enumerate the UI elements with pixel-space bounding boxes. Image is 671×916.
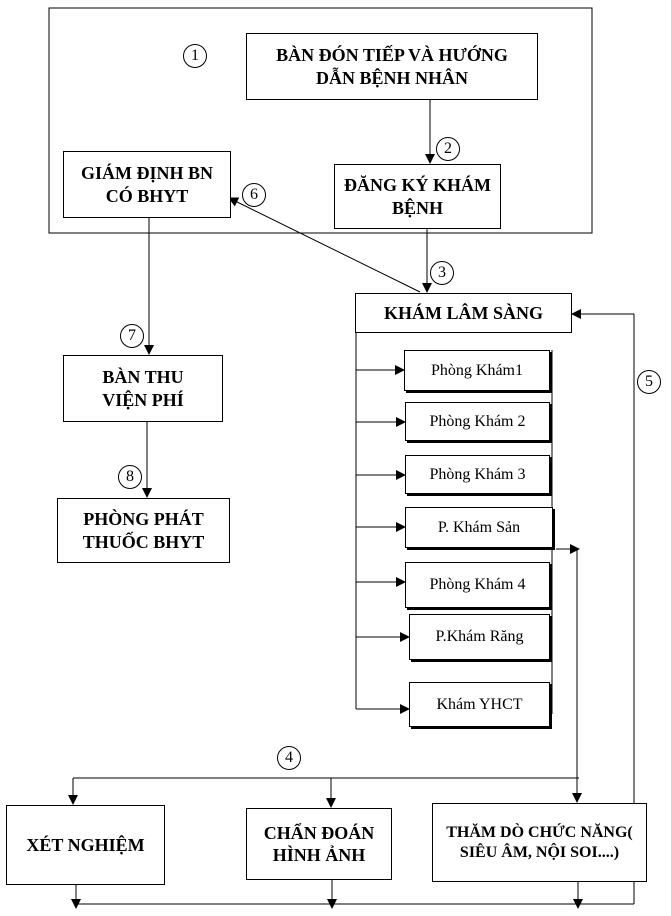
clinical-exam-box: KHÁM LÂM SÀNG	[355, 293, 572, 333]
functional-box: THĂM DÒ CHỨC NĂNG( SIÊU ÂM, NỘI SOI....)	[432, 803, 647, 882]
room-box-6: P.Khám Răng	[409, 614, 550, 660]
step-number-8: 8	[126, 468, 134, 485]
registration-label: ĐĂNG KÝ KHÁM BỆNH	[344, 175, 491, 218]
step-marker-4: 4	[277, 746, 301, 770]
room-box-2: Phòng Khám 2	[405, 402, 550, 441]
room-box-7: Khám YHCT	[409, 682, 550, 727]
cashier-box: BÀN THU VIỆN PHÍ	[63, 355, 223, 422]
room-label-1: Phòng Khám1	[431, 361, 523, 379]
imaging-label: CHẨN ĐOÁN HÌNH ẢNH	[263, 822, 375, 866]
step-marker-2: 2	[436, 137, 460, 161]
step-number-4: 4	[285, 749, 293, 766]
step-marker-3: 3	[430, 261, 454, 285]
room-box-1: Phòng Khám1	[404, 350, 550, 391]
step-marker-8: 8	[118, 465, 142, 489]
step-number-5: 5	[645, 373, 653, 390]
step-number-2: 2	[444, 140, 452, 157]
reception-group-frame	[48, 7, 593, 234]
functional-label: THĂM DÒ CHỨC NĂNG( SIÊU ÂM, NỘI SOI....)	[446, 823, 633, 861]
insurance-label: GIÁM ĐỊNH BN CÓ BHYT	[80, 163, 213, 206]
cashier-label: BÀN THU VIỆN PHÍ	[102, 367, 184, 410]
imaging-box: CHẨN ĐOÁN HÌNH ẢNH	[246, 808, 392, 880]
clinical-exam-label: KHÁM LÂM SÀNG	[384, 302, 543, 323]
step-marker-7: 7	[120, 324, 144, 348]
room-label-3: Phòng Khám 3	[429, 465, 526, 483]
room-box-5: Phòng Khám 4	[405, 562, 550, 608]
pharmacy-box: PHÒNG PHÁT THUỐC BHYT	[57, 498, 230, 563]
room-label-6: P.Khám Răng	[435, 628, 524, 645]
step-number-1: 1	[191, 47, 199, 64]
step-number-7: 7	[128, 327, 136, 344]
reception-label: BÀN ĐÓN TIẾP VÀ HƯỚNG DẪN BỆNH NHÂN	[276, 45, 508, 88]
step-marker-1: 1	[183, 44, 207, 68]
room-label-7: Khám YHCT	[436, 695, 523, 713]
room-label-5: Phòng Khám 4	[429, 576, 526, 593]
room-box-3: Phòng Khám 3	[405, 455, 550, 494]
insurance-box: GIÁM ĐỊNH BN CÓ BHYT	[63, 151, 231, 218]
room-label-4: P. Khám Sản	[437, 518, 521, 536]
room-label-2: Phòng Khám 2	[429, 412, 526, 430]
registration-box: ĐĂNG KÝ KHÁM BỆNH	[334, 164, 501, 229]
step-marker-5: 5	[637, 370, 661, 394]
lab-label: XÉT NGHIỆM	[26, 834, 145, 855]
step-number-3: 3	[438, 264, 446, 281]
step-marker-6: 6	[242, 183, 266, 207]
pharmacy-label: PHÒNG PHÁT THUỐC BHYT	[82, 509, 205, 552]
reception-box: BÀN ĐÓN TIẾP VÀ HƯỚNG DẪN BỆNH NHÂN	[246, 33, 538, 100]
arrow-clinical-to-insurance	[228, 197, 421, 293]
step-number-6: 6	[250, 186, 258, 203]
lab-box: XÉT NGHIỆM	[6, 805, 165, 885]
room-box-4: P. Khám Sản	[405, 507, 553, 548]
